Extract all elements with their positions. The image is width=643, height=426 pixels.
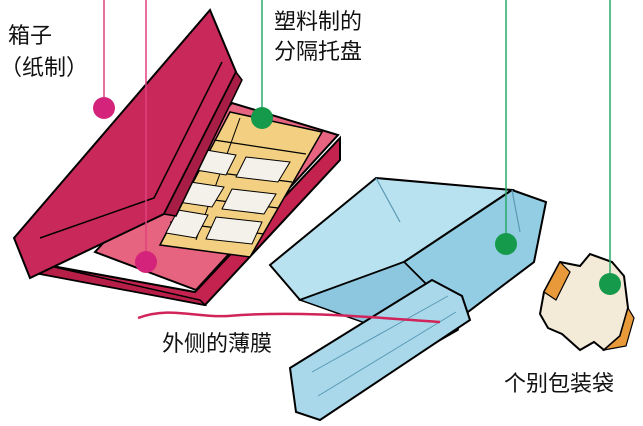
film-wrapped-package bbox=[268, 176, 548, 422]
wrapper-body bbox=[538, 252, 630, 352]
label-film: 外侧的薄膜 bbox=[162, 332, 273, 357]
marker-tray bbox=[251, 107, 273, 129]
label-tray-line1: 塑料制的 bbox=[274, 10, 363, 35]
box-lid-fold bbox=[39, 61, 223, 239]
wrapper-gold-edge-2 bbox=[601, 306, 635, 351]
wrapper-gold-edge bbox=[543, 261, 571, 301]
film-tear-strip bbox=[137, 311, 441, 324]
film-package-tail bbox=[288, 278, 472, 422]
label-tray-line2: 分隔托盘 bbox=[274, 40, 363, 65]
label-box-material: （纸制） bbox=[0, 56, 89, 81]
paper-box bbox=[12, 8, 341, 307]
box-lid-edge bbox=[162, 70, 243, 217]
marker-box-lid bbox=[93, 97, 115, 119]
marker-wrapper bbox=[599, 273, 621, 295]
marker-film bbox=[495, 233, 517, 255]
label-box: 箱子 bbox=[8, 24, 53, 49]
marker-box-body bbox=[135, 251, 157, 273]
partitioned-tray bbox=[158, 111, 324, 258]
individual-wrapper bbox=[538, 252, 635, 352]
label-wrapper: 个别包装袋 bbox=[504, 372, 615, 397]
